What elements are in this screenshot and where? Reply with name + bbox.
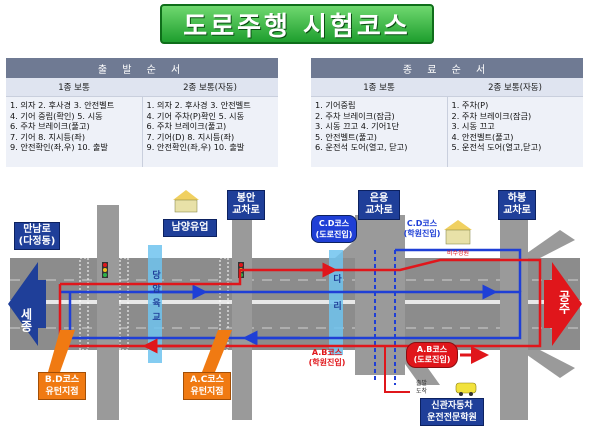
start-col1-header: 1종 보통: [58, 83, 90, 93]
start-col2-line: 6. 주차 브레이크(풀고): [146, 121, 227, 132]
end-order-panel: 종 료 순 서 1종 보통 2종 보통(자동) 1. 기어중립 2. 주차 브레…: [311, 58, 584, 167]
blue-route: [60, 290, 522, 340]
bridge-label: 당암육교: [150, 269, 160, 326]
end-col1-line: 3. 시동 끄고 4. 기어1단: [315, 121, 399, 132]
bd-uturn-pointer: [48, 330, 75, 372]
start-arrival-line2: 도착: [416, 387, 428, 395]
end-col2-line: 4. 안전벨트(풀고): [451, 131, 514, 142]
manam-road-label: 만남로 (다정동): [14, 222, 60, 250]
left-dest-label: 세종: [19, 307, 33, 333]
start-order-heading: 출 발 순 서: [6, 58, 278, 78]
blue-route: [395, 248, 522, 292]
start-arrival-line1: 출발: [416, 379, 428, 387]
building-icon: [173, 190, 199, 213]
end-col2-line: 3. 시동 끄고: [451, 121, 495, 132]
bridge-bar: [148, 245, 162, 363]
start-col2: 1. 의자 2. 후사경 3. 안전벨트 4. 기어 주차(P)확인 5. 시동…: [141, 97, 279, 167]
end-col1-line: 5. 안전벨트(풀고): [315, 131, 377, 142]
cross-road: [232, 205, 252, 420]
bongan-intersection-label: 봉안 교차로: [227, 190, 265, 220]
end-col2: 1. 주차(P) 2. 주차 브레이크(잠금) 3. 시동 끄고 4. 안전벨트…: [446, 97, 584, 167]
ac-uturn-label: A.C코스 유턴지점: [183, 372, 231, 400]
cross-road: [97, 205, 119, 420]
traffic-light-icon: [102, 262, 108, 278]
bd-uturn-label: B.D코스 유턴지점: [38, 372, 86, 400]
end-col2-line: 5. 운전석 도어(열고,닫고): [451, 142, 542, 153]
cd-right-course-label: C.D코스 (학원진입): [403, 219, 441, 238]
namyang-label: 남양유업: [163, 219, 217, 237]
end-col1-line: 1. 기어중립: [315, 100, 356, 110]
car-icon: [455, 382, 477, 396]
left-dest-arrow: [8, 262, 46, 346]
red-route: [384, 346, 410, 393]
start-col1-line: 9. 안전확인(좌,우) 10. 출발: [10, 142, 108, 153]
ab-school-course-label: A.B코스 (학원진입): [308, 348, 346, 367]
ab-road-course-badge: A.B코스 (도로진입): [406, 342, 458, 368]
end-col2-header: 2종 보통(자동): [488, 83, 542, 93]
start-col2-line: 7. 기어(D) 8. 지시등(좌): [146, 131, 235, 142]
end-col2-line: 1. 주차(P): [451, 100, 489, 110]
end-col1-line: 2. 주차 브레이크(잠금): [315, 110, 395, 121]
end-col1-line: 6. 운전석 도어(열고, 닫고): [315, 142, 408, 153]
end-order-heading: 종 료 순 서: [311, 58, 583, 78]
end-col1-header: 1종 보통: [363, 83, 395, 93]
start-col1-line: 1. 의자 2. 후사경 3. 안전벨트: [10, 100, 115, 110]
start-col2-line: 9. 안전확인(좌,우) 10. 출발: [146, 142, 245, 153]
page-title: 도로주행 시험코스: [160, 4, 434, 44]
start-col1: 1. 의자 2. 후사경 3. 안전벨트 4. 기어 중립(확인) 5. 시동 …: [6, 97, 142, 167]
eunyong-intersection-label: 은용 교차로: [358, 190, 400, 220]
right-dest-arrow: [544, 262, 582, 346]
driving-school-label: 신관자동차 운전전문학원: [420, 398, 484, 426]
start-col2-line: 1. 의자 2. 후사경 3. 안전벨트: [146, 100, 251, 110]
end-col2-line: 2. 주차 브레이크(잠금): [451, 110, 532, 121]
start-col1-line: 6. 주차 브레이크(풀고): [10, 121, 90, 132]
ac-uturn-pointer: [202, 330, 232, 372]
cd-left-course-badge: C.D코스 (도로진입): [311, 215, 357, 243]
start-order-panel: 출 발 순 서 1종 보통 2종 보통(자동) 1. 의자 2. 후사경 3. …: [6, 58, 279, 167]
underpass-label: 다리: [331, 273, 341, 328]
building-icon: [444, 220, 472, 245]
building-sign: 비수정원: [447, 249, 469, 257]
cross-road: [500, 215, 528, 420]
start-col2-header: 2종 보통(자동): [183, 83, 237, 93]
right-dest-label: 공주: [557, 290, 571, 315]
start-col1-line: 4. 기어 중립(확인) 5. 시동: [10, 110, 103, 121]
start-col1-line: 7. 기어 8. 지시등(좌): [10, 131, 86, 142]
start-col2-line: 4. 기어 주차(P)확인 5. 시동: [146, 110, 245, 121]
end-col1: 1. 기어중립 2. 주차 브레이크(잠금) 3. 시동 끄고 4. 기어1단 …: [311, 97, 447, 167]
habong-intersection-label: 하봉 교차로: [498, 190, 536, 220]
